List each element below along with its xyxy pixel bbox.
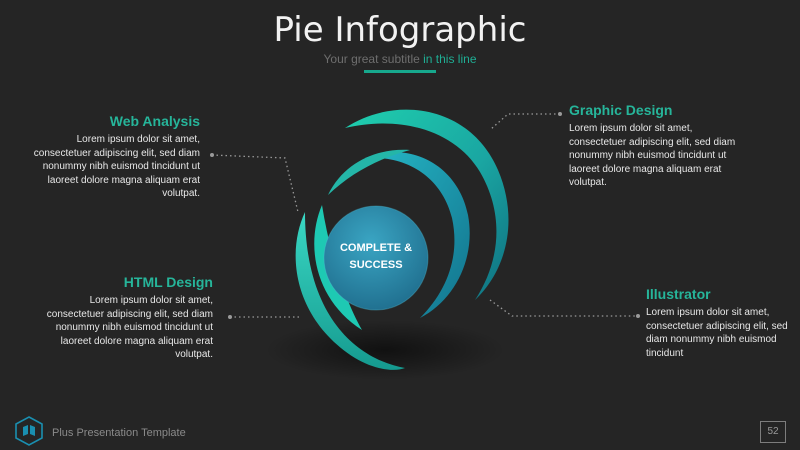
hexagon-book-icon xyxy=(15,416,43,446)
page-subtitle: Your great subtitle in this line xyxy=(0,52,800,66)
subtitle-main: Your great subtitle xyxy=(323,52,424,66)
html-design-body: Lorem ipsum dolor sit amet, consectetuer… xyxy=(46,295,213,360)
diagram-shadow xyxy=(265,320,505,380)
graphic-design-body: Lorem ipsum dolor sit amet, consectetuer… xyxy=(569,123,736,188)
page-number: 52 xyxy=(760,421,786,443)
center-label-line2: SUCCESS xyxy=(349,259,402,271)
illustrator-title: Illustrator xyxy=(646,286,711,302)
left-outer-swoosh-segment xyxy=(295,212,405,370)
web-analysis-block: Web Analysis Lorem ipsum dolor sit amet,… xyxy=(30,113,200,201)
center-circle xyxy=(324,206,428,310)
connector-graphic-design xyxy=(489,113,560,131)
connector-dots xyxy=(210,112,640,319)
connector-web-analysis xyxy=(211,154,299,213)
graphic-design-title: Graphic Design xyxy=(569,102,673,118)
center-label-line1: COMPLETE & xyxy=(340,242,412,254)
title-underline xyxy=(364,70,436,73)
connector-illustrator xyxy=(489,299,638,317)
left-inner-swoosh-segment xyxy=(314,205,362,330)
subtitle-accent: in this line xyxy=(423,52,477,66)
illustrator-block: Illustrator Lorem ipsum dolor sit amet, … xyxy=(646,286,796,360)
web-analysis-title: Web Analysis xyxy=(109,113,200,129)
upper-small-swoosh-segment xyxy=(328,149,410,195)
footer-brand: Plus Presentation Template xyxy=(52,427,186,439)
page-title: Pie Infographic xyxy=(273,10,527,50)
middle-swoosh-segment xyxy=(365,152,470,318)
html-design-block: HTML Design Lorem ipsum dolor sit amet, … xyxy=(45,274,213,362)
connector-lines xyxy=(211,113,638,318)
web-analysis-body: Lorem ipsum dolor sit amet, consectetuer… xyxy=(33,134,200,199)
html-design-title: HTML Design xyxy=(123,274,213,290)
illustrator-body: Lorem ipsum dolor sit amet, consectetuer… xyxy=(646,307,788,359)
graphic-design-block: Graphic Design Lorem ipsum dolor sit ame… xyxy=(569,102,749,190)
